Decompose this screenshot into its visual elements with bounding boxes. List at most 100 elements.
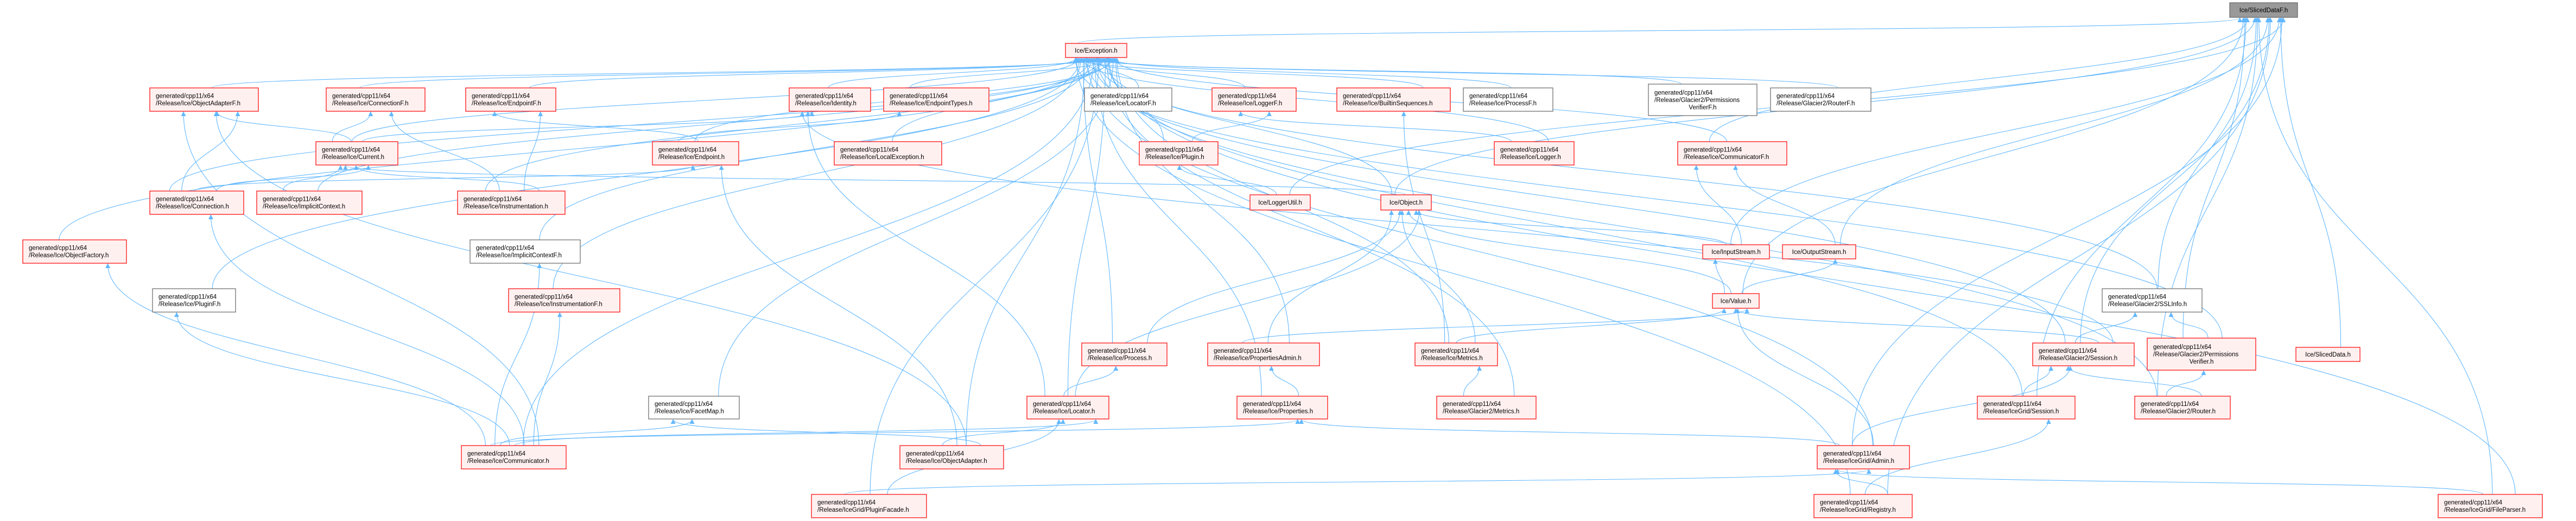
file-node-endpointF[interactable]: generated/cpp11/x64/Release/Ice/Endpoint… [465, 87, 556, 112]
dependency-edge-permVer-to-sslInfo [2168, 312, 2209, 339]
file-node-gridSession[interactable]: generated/cpp11/x64/Release/IceGrid/Sess… [1977, 396, 2076, 420]
file-node-instrumentationF[interactable]: generated/cpp11/x64/Release/Ice/Instrume… [508, 288, 620, 313]
file-node-permVer[interactable]: generated/cpp11/x64/Release/Glacier2/Per… [2147, 338, 2256, 371]
file-node-locatorF[interactable]: generated/cpp11/x64/Release/Ice/LocatorF… [1084, 87, 1172, 112]
file-node-objectAdapter[interactable]: generated/cpp11/x64/Release/Ice/ObjectAd… [899, 445, 1004, 469]
node-label-line: generated/cpp11/x64 [1820, 500, 1879, 506]
file-node-facetMap[interactable]: generated/cpp11/x64/Release/Ice/FacetMap… [648, 396, 740, 420]
dependency-edge-current-to-exc [351, 58, 1081, 142]
node-label-line: Ice/InputStream.h [1711, 249, 1761, 256]
dependency-edge-instrumentation-to-exc [485, 58, 1105, 192]
dependency-edge-locator-to-exc [1067, 58, 1108, 397]
file-node-connF[interactable]: generated/cpp11/x64/Release/Ice/Connecti… [326, 87, 426, 112]
file-node-instrumentation[interactable]: generated/cpp11/x64/Release/Ice/Instrume… [457, 190, 566, 215]
file-node-admin[interactable]: generated/cpp11/x64/Release/IceGrid/Admi… [1817, 445, 1910, 469]
node-box [149, 190, 244, 215]
node-label-line: /Release/Ice/LocatorF.h [1090, 100, 1156, 107]
node-label-line: /Release/Glacier2/Session.h [2039, 355, 2117, 362]
dependency-edge-instrumentation-to-endpointF [524, 111, 543, 192]
node-box [648, 396, 740, 420]
dependency-edge-metrics-to-builtinSeq [1401, 111, 1445, 344]
file-node-slicedData[interactable]: Ice/SlicedData.h [2295, 347, 2361, 362]
file-node-communicator[interactable]: generated/cpp11/x64/Release/Ice/Communic… [461, 445, 567, 469]
node-label-line: generated/cpp11/x64 [817, 500, 876, 506]
file-node-endpointTypes[interactable]: generated/cpp11/x64/Release/Ice/Endpoint… [883, 87, 989, 112]
file-node-objadapterF[interactable]: generated/cpp11/x64/Release/Ice/ObjectAd… [149, 87, 259, 112]
file-node-exc[interactable]: Ice/Exception.h [1065, 43, 1127, 58]
file-node-inputStream[interactable]: Ice/InputStream.h [1702, 244, 1770, 259]
dependency-edge-locator-to-identity [805, 111, 1045, 397]
node-label-line: generated/cpp11/x64 [795, 93, 854, 100]
node-label-line: Ice/SlicedDataF.h [2239, 7, 2288, 14]
dependency-edge-g2router-to-exc [1095, 58, 2158, 397]
dependency-edge-commF-to-root [1709, 17, 2250, 142]
node-label-line: /Release/Ice/Connection.h [156, 204, 229, 210]
file-node-outputStream[interactable]: Ice/OutputStream.h [1782, 244, 1856, 259]
file-node-root[interactable]: Ice/SlicedDataF.h [2229, 2, 2298, 18]
file-node-connection[interactable]: generated/cpp11/x64/Release/Ice/Connecti… [149, 190, 244, 215]
dependency-edge-fileParser-to-admin [1835, 469, 2484, 495]
dependency-edge-instrumentation-to-current [353, 165, 540, 192]
node-box [315, 141, 398, 166]
dependency-edge-objectAdapter-to-locator [942, 419, 1065, 446]
file-node-g2router[interactable]: generated/cpp11/x64/Release/Glacier2/Rou… [2134, 396, 2231, 420]
file-node-loggerUtil[interactable]: Ice/LoggerUtil.h [1249, 194, 1311, 211]
file-node-g2session[interactable]: generated/cpp11/x64/Release/Glacier2/Ses… [2032, 342, 2135, 366]
node-box [1336, 87, 1451, 112]
node-label-line: generated/cpp11/x64 [1823, 451, 1882, 458]
file-node-identity[interactable]: generated/cpp11/x64/Release/Ice/Identity… [789, 87, 871, 112]
file-node-properties[interactable]: generated/cpp11/x64/Release/Ice/Properti… [1236, 396, 1328, 420]
file-node-g2metrics[interactable]: generated/cpp11/x64/Release/Glacier2/Met… [1436, 396, 1537, 420]
file-node-current[interactable]: generated/cpp11/x64/Release/Ice/Current.… [315, 141, 398, 166]
dependency-edge-locator-to-object [1075, 210, 1422, 397]
file-node-pluginFacade[interactable]: generated/cpp11/x64/Release/IceGrid/Plug… [811, 494, 927, 518]
file-node-endpoint[interactable]: generated/cpp11/x64/Release/Ice/Endpoint… [652, 141, 739, 166]
node-box [1380, 194, 1432, 211]
node-label-line: generated/cpp11/x64 [515, 294, 573, 301]
file-node-locator[interactable]: generated/cpp11/x64/Release/Ice/Locator.… [1026, 396, 1109, 420]
dependency-edge-value-to-root [1742, 17, 2246, 294]
file-node-propsAdmin[interactable]: generated/cpp11/x64/Release/Ice/Properti… [1207, 342, 1320, 366]
node-box [457, 190, 566, 215]
dependency-edge-communicator-to-objectFactory [105, 263, 486, 446]
dependency-edge-pluginFacade-to-exc [870, 58, 1101, 495]
node-label-line: generated/cpp11/x64 [2108, 294, 2167, 301]
dependency-edge-permVer-to-exc [1073, 58, 2223, 339]
dependency-edge-object-to-current [343, 165, 1406, 195]
node-label-line: Ice/Value.h [1721, 298, 1752, 304]
file-node-permVerF[interactable]: generated/cpp11/x64/Release/Glacier2/Per… [1648, 84, 1757, 116]
file-node-routerF[interactable]: generated/cpp11/x64/Release/Glacier2/Rou… [1770, 87, 1871, 112]
dependency-edge-g2metrics-to-exc [1104, 58, 1515, 397]
file-node-pluginF[interactable]: generated/cpp11/x64/Release/Ice/PluginF.… [152, 288, 236, 313]
node-box [1770, 87, 1871, 112]
file-node-processF[interactable]: generated/cpp11/x64/Release/Ice/ProcessF… [1463, 87, 1553, 112]
node-box [652, 141, 739, 166]
file-node-localExc[interactable]: generated/cpp11/x64/Release/Ice/LocalExc… [834, 141, 942, 166]
dependency-edge-identity-to-exc [828, 58, 1078, 88]
node-label-line: /Release/Ice/Current.h [322, 154, 384, 161]
file-node-value[interactable]: Ice/Value.h [1712, 293, 1760, 309]
file-node-objectFactory[interactable]: generated/cpp11/x64/Release/Ice/ObjectFa… [22, 239, 127, 264]
file-node-logger[interactable]: generated/cpp11/x64/Release/Ice/Logger.h [1494, 141, 1575, 166]
dependency-edge-object-to-exc [1101, 58, 1393, 195]
file-node-fileParser[interactable]: generated/cpp11/x64/Release/IceGrid/File… [2438, 494, 2543, 518]
file-node-metrics[interactable]: generated/cpp11/x64/Release/Ice/Metrics.… [1414, 342, 1498, 366]
dependency-edge-g2session-to-root [2080, 17, 2272, 344]
file-node-builtinSeq[interactable]: generated/cpp11/x64/Release/Ice/BuiltinS… [1336, 87, 1451, 112]
node-label-line: /Release/Ice/InstrumentationF.h [515, 301, 602, 308]
dependency-edge-registry-to-root [1887, 17, 2273, 495]
file-node-object[interactable]: Ice/Object.h [1380, 194, 1432, 211]
dependency-edge-g2router-to-permVer [2166, 370, 2206, 397]
dependency-edge-metrics-to-object [1399, 210, 1476, 344]
file-node-implicitCtxF[interactable]: generated/cpp11/x64/Release/Ice/Implicit… [469, 239, 581, 264]
file-node-process[interactable]: generated/cpp11/x64/Release/Ice/Process.… [1081, 342, 1168, 366]
file-node-commF[interactable]: generated/cpp11/x64/Release/Ice/Communic… [1677, 141, 1787, 166]
file-node-plugin[interactable]: generated/cpp11/x64/Release/Ice/Plugin.h [1139, 141, 1219, 166]
file-node-registry[interactable]: generated/cpp11/x64/Release/IceGrid/Regi… [1813, 494, 1913, 518]
node-label-line: /Release/Ice/Communicator.h [467, 458, 549, 465]
node-box [1677, 141, 1787, 166]
file-node-implicitCtx[interactable]: generated/cpp11/x64/Release/Ice/Implicit… [256, 190, 363, 215]
file-node-sslInfo[interactable]: generated/cpp11/x64/Release/Glacier2/SSL… [2102, 288, 2203, 313]
file-node-loggerF[interactable]: generated/cpp11/x64/Release/Ice/LoggerF.… [1211, 87, 1297, 112]
